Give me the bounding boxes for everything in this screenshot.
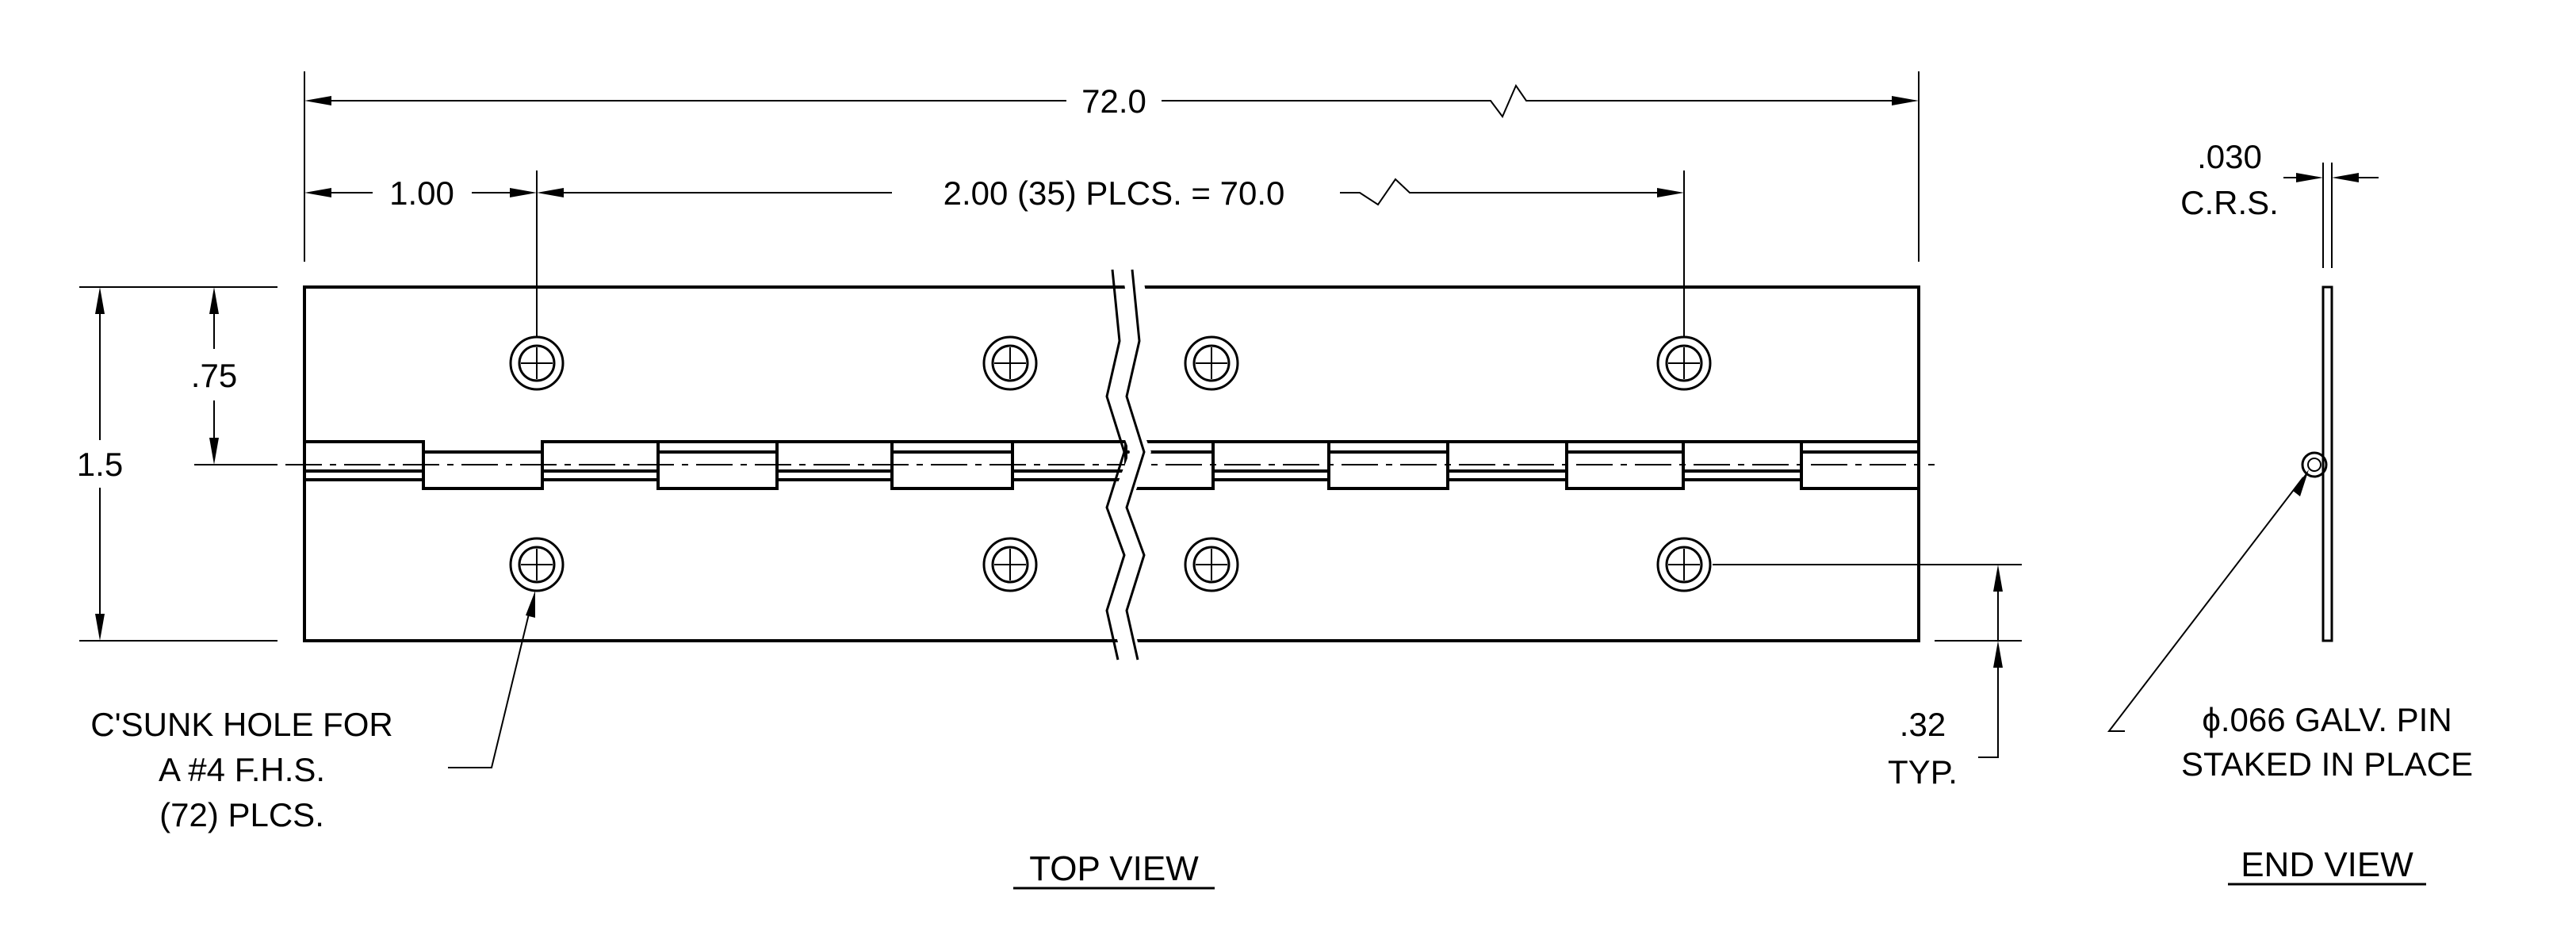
hole-note-line-3: (72) PLCS. (159, 796, 324, 833)
hole (1184, 335, 1239, 391)
end-view-title: END VIEW (2241, 845, 2413, 884)
hole-note: C'SUNK HOLE FOR A #4 F.H.S. (72) PLCS. (90, 706, 392, 833)
top-view: 72.0 1.00 2.00 (35) PLCS. = 70.0 1.5 (77, 71, 2022, 890)
pin-note-line-2: STAKED IN PLACE (2181, 745, 2473, 783)
thickness-material: C.R.S. (2180, 184, 2279, 221)
countersunk-holes (509, 335, 1712, 592)
dim-overall-length: 72.0 (304, 82, 1919, 120)
first-offset-label: 1.00 (389, 174, 454, 212)
hole (982, 335, 1038, 391)
dim-thickness: .030 C.R.S. (2180, 138, 2379, 268)
pin-note-leader (2107, 469, 2309, 732)
hole (1656, 537, 1712, 592)
top-view-title: TOP VIEW (1029, 849, 1199, 888)
upper-leaf (303, 285, 1920, 452)
hole-edge-offset-note: TYP. (1888, 753, 1958, 791)
pin-note: ϕ.066 GALV. PIN STAKED IN PLACE (2181, 701, 2473, 783)
hole-row-offset-label: .75 (191, 357, 237, 394)
dim-hole-row-offset: .75 (191, 287, 237, 465)
overall-width-label: 1.5 (77, 446, 123, 483)
hole-edge-offset-value: .32 (1900, 706, 1946, 743)
dim-first-offset: 1.00 (304, 174, 537, 212)
pin-note-line-1: ϕ.066 GALV. PIN (2202, 701, 2452, 738)
hole-note-leader (448, 591, 535, 768)
hole (509, 537, 565, 592)
hole-note-line-2: A #4 F.H.S. (159, 751, 325, 788)
end-view-leaves (2321, 285, 2333, 642)
extension-lines (79, 71, 2022, 642)
lower-leaf (303, 469, 1920, 642)
dim-overall-width: 1.5 (77, 287, 123, 641)
hole (1184, 537, 1239, 592)
hole (509, 335, 565, 391)
dim-hole-edge-offset: .32 TYP. (1888, 565, 2003, 791)
hole-note-line-1: C'SUNK HOLE FOR (90, 706, 392, 743)
overall-length-label: 72.0 (1081, 82, 1146, 120)
hole-spacing-label: 2.00 (35) PLCS. = 70.0 (944, 174, 1285, 212)
break-lines (1105, 269, 1154, 661)
hinge-knuckles (303, 440, 1920, 490)
hole (982, 537, 1038, 592)
end-view-pin (2301, 451, 2328, 478)
hole (1656, 335, 1712, 391)
end-view: .030 C.R.S. ϕ.066 GALV. PIN STAKED IN PL… (2107, 138, 2473, 886)
thickness-value: .030 (2197, 138, 2262, 175)
dim-hole-spacing: 2.00 (35) PLCS. = 70.0 (537, 174, 1684, 212)
